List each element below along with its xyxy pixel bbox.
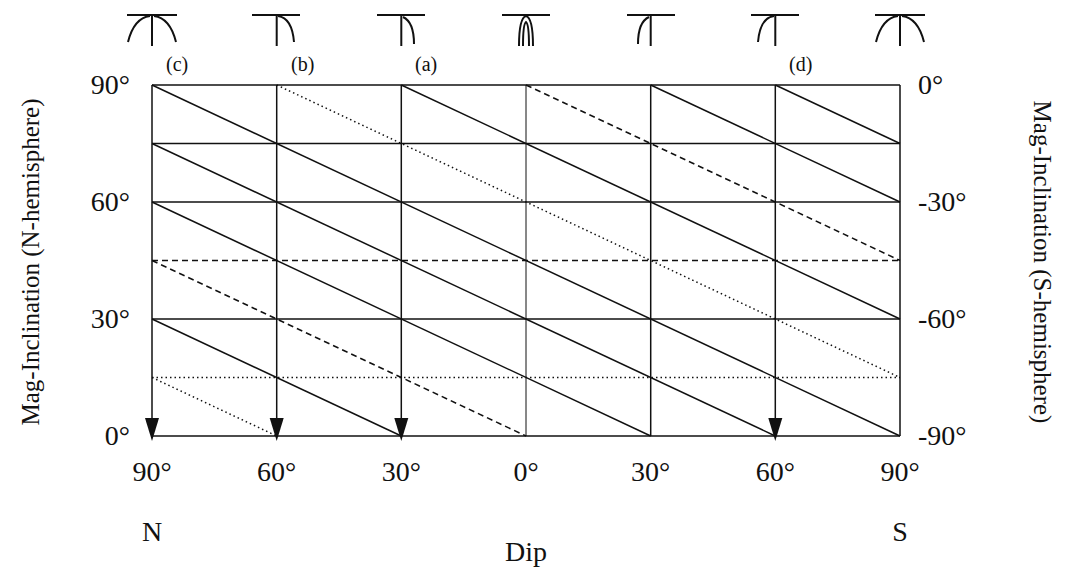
axis-tick: -60° (918, 305, 967, 333)
axis-tick: 90° (880, 458, 919, 486)
axis-end-label: N (142, 518, 162, 546)
axis-title: Mag-Inclination (S-hemisphere) (1030, 101, 1055, 424)
axis-tick: 90° (91, 71, 130, 99)
axis-title: Dip (505, 538, 547, 566)
axis-tick: -30° (918, 188, 967, 216)
axis-tick: 30° (91, 305, 130, 333)
axis-tick: 60° (257, 458, 296, 486)
axis-tick: -90° (918, 422, 967, 450)
axis-tick: 0° (918, 71, 943, 99)
axis-title: Mag-Inclination (N-hemisphere) (18, 99, 43, 426)
axis-end-label: S (892, 518, 908, 546)
axis-tick: 60° (91, 188, 130, 216)
column-tag: (d) (789, 54, 812, 74)
column-tag: (a) (415, 54, 437, 74)
column-tag: (b) (291, 54, 314, 74)
axis-tick: 60° (756, 458, 795, 486)
axis-tick: 0° (513, 458, 538, 486)
axis-tick: 30° (382, 458, 421, 486)
axis-tick: 0° (105, 422, 130, 450)
axis-tick: 30° (631, 458, 670, 486)
column-tag: (c) (166, 54, 188, 74)
axis-tick: 90° (132, 458, 171, 486)
